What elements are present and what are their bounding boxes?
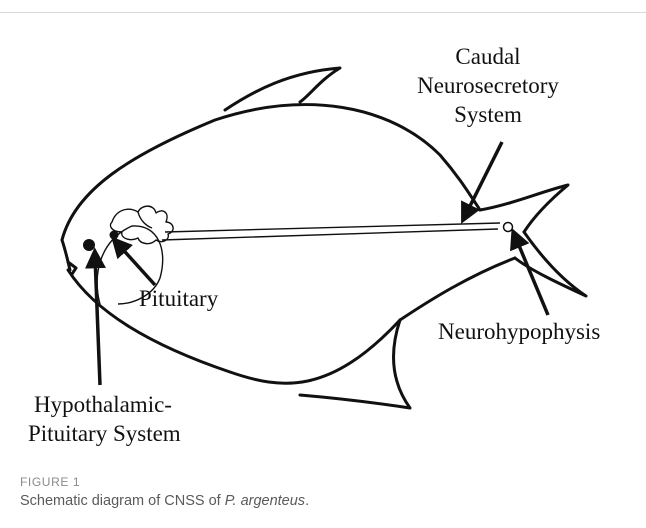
label-caudal-line3: System	[454, 102, 522, 127]
caption-species: P. argenteus	[225, 493, 305, 509]
figure-number: FIGURE 1	[20, 474, 630, 490]
spinal-cord	[162, 223, 500, 240]
hypothalamic-dot	[83, 239, 95, 251]
label-hps-line1: Hypothalamic-	[34, 392, 172, 417]
label-caudal-line1: Caudal	[455, 44, 520, 69]
brain-sketch	[110, 206, 173, 244]
label-pituitary: Pituitary	[139, 286, 219, 311]
caption-lead: Schematic diagram of CNSS of	[20, 493, 225, 509]
caption-tail: .	[305, 493, 309, 509]
figure-caption: FIGURE 1 Schematic diagram of CNSS of P.…	[20, 474, 630, 512]
hps-arrow	[95, 256, 100, 385]
urophysis-bulb	[504, 223, 513, 232]
label-hps-line2: Pituitary System	[28, 421, 181, 446]
caption-text: Schematic diagram of CNSS of P. argenteu…	[20, 490, 630, 512]
pituitary-arrow	[117, 243, 155, 285]
label-caudal-line2: Neurosecretory	[417, 73, 559, 98]
label-neurohypophysis: Neurohypophysis	[438, 319, 600, 344]
